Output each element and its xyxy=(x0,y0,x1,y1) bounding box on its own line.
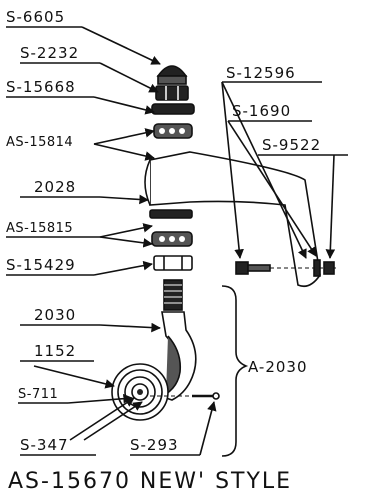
label-s15429: S-15429 xyxy=(6,256,153,276)
label-s6605: S-6605 xyxy=(6,8,161,65)
label-2030: 2030 xyxy=(20,306,161,333)
svg-text:2028: 2028 xyxy=(34,178,76,196)
label-s9522: S-9522 xyxy=(258,136,348,259)
assembly-bracket: A-2030 xyxy=(221,285,308,457)
svg-text:S-2232: S-2232 xyxy=(20,44,79,62)
bearing-bottom-drawing xyxy=(151,231,193,247)
svg-text:1152: 1152 xyxy=(34,342,76,360)
axle-pin-drawing xyxy=(150,392,220,400)
label-2028: 2028 xyxy=(20,178,149,205)
label-s1690: S-1690 xyxy=(227,102,317,257)
svg-text:S-9522: S-9522 xyxy=(262,136,321,154)
label-s15668: S-15668 xyxy=(6,78,155,115)
svg-text:AS-15814: AS-15814 xyxy=(6,135,73,150)
side-bolt-drawing xyxy=(235,259,336,277)
svg-text:S-1690: S-1690 xyxy=(232,102,291,120)
swivel-housing-drawing xyxy=(144,151,321,288)
lock-nut-drawing xyxy=(153,255,193,271)
cap-nut-drawing xyxy=(156,65,188,85)
hex-nut-drawing xyxy=(155,85,189,101)
svg-text:S-15429: S-15429 xyxy=(6,256,76,274)
svg-text:S-711: S-711 xyxy=(18,387,58,402)
caster-wheel-drawing xyxy=(111,363,169,421)
label-as15814: AS-15814 xyxy=(6,128,155,161)
bearing-top-drawing xyxy=(153,123,193,139)
threaded-stem-drawing xyxy=(163,279,183,311)
label-s2232: S-2232 xyxy=(20,44,159,93)
washer-drawing xyxy=(151,103,195,115)
svg-text:S-12596: S-12596 xyxy=(226,64,296,82)
svg-text:AS-15815: AS-15815 xyxy=(6,221,73,236)
label-s711: S-711 xyxy=(18,387,133,404)
svg-text:S-347: S-347 xyxy=(20,436,69,454)
label-as15815: AS-15815 xyxy=(6,221,153,248)
label-s347: S-347 xyxy=(20,397,143,456)
diagram-title: AS-15670 NEW' STYLE xyxy=(8,469,292,494)
label-s12596: S-12596 xyxy=(221,64,322,259)
svg-text:S-15668: S-15668 xyxy=(6,78,76,96)
svg-text:S-293: S-293 xyxy=(130,436,179,454)
yoke-fork-drawing xyxy=(158,311,197,401)
svg-text:2030: 2030 xyxy=(34,306,76,324)
label-1152: 1152 xyxy=(20,342,115,389)
svg-text:A-2030: A-2030 xyxy=(248,358,308,376)
label-s293: S-293 xyxy=(130,401,217,456)
svg-text:S-6605: S-6605 xyxy=(6,8,65,26)
